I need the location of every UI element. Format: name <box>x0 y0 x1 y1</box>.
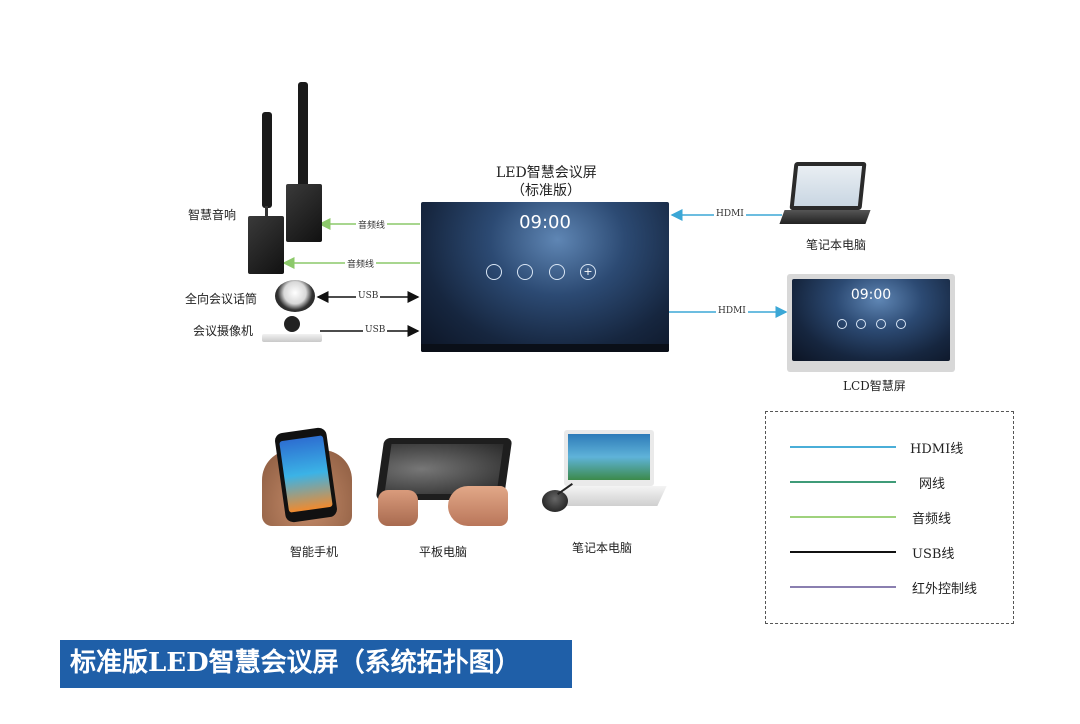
lcd-label: LCD智慧屏 <box>843 379 906 393</box>
app-icon-2 <box>517 264 533 280</box>
usb-wire-2-label: USB <box>363 325 388 335</box>
lcd-app-icon-1 <box>837 319 847 329</box>
laptop-top-label: 笔记本电脑 <box>806 238 867 252</box>
camera-device <box>262 316 322 344</box>
phone-label: 智能手机 <box>290 545 339 559</box>
app-icon-3 <box>549 264 565 280</box>
lcd-app-icon-2 <box>856 319 866 329</box>
speakers-label: 智慧音响 <box>188 208 237 222</box>
page-title-banner: 标准版LED智慧会议屏（系统拓扑图） <box>60 640 572 688</box>
mic-device <box>275 280 315 312</box>
laptop-top-device <box>779 162 872 232</box>
audio-wire-1-label: 音频线 <box>356 218 388 231</box>
lcd-screen-device: 09:00 <box>787 274 955 372</box>
hdmi-out-label: HDMI <box>716 306 748 316</box>
hdmi-in-label: HDMI <box>714 209 746 219</box>
legend: HDMI线 网线 音频线 USB线 红外控制线 <box>765 411 1014 624</box>
legend-swatch-usb <box>790 551 896 553</box>
lcd-app-icon-4 <box>896 319 906 329</box>
audio-wire-2-label: 音频线 <box>345 257 377 270</box>
laptop-bottom-device <box>534 430 667 526</box>
mic-label: 全向会议话筒 <box>185 292 258 306</box>
legend-label-network: 网线 <box>919 477 946 492</box>
app-icon-1 <box>486 264 502 280</box>
legend-swatch-audio <box>790 516 896 518</box>
main-screen-taskbar <box>421 344 669 352</box>
usb-wire-1-label: USB <box>356 291 381 301</box>
tablet-label: 平板电脑 <box>419 545 468 559</box>
legend-swatch-network <box>790 481 896 483</box>
legend-label-hdmi: HDMI线 <box>910 442 964 457</box>
add-icon: + <box>580 264 596 280</box>
main-screen-subtitle: （标准版） <box>511 183 581 199</box>
main-screen-title: LED智慧会议屏 <box>496 165 597 181</box>
smartphone-device <box>262 426 352 526</box>
legend-label-infrared: 红外控制线 <box>912 582 978 597</box>
legend-label-usb: USB线 <box>912 547 955 562</box>
led-main-screen: 09:00 + <box>421 202 669 352</box>
laptop-bottom-label: 笔记本电脑 <box>572 541 633 555</box>
main-screen-clock: 09:00 <box>519 212 571 233</box>
lcd-app-icon-3 <box>876 319 886 329</box>
legend-label-audio: 音频线 <box>912 512 952 527</box>
legend-swatch-infrared <box>790 586 896 588</box>
legend-swatch-hdmi <box>790 446 896 448</box>
speaker-system <box>240 80 330 280</box>
camera-label: 会议摄像机 <box>193 324 254 338</box>
lcd-clock: 09:00 <box>850 287 892 303</box>
tablet-device <box>375 434 513 526</box>
